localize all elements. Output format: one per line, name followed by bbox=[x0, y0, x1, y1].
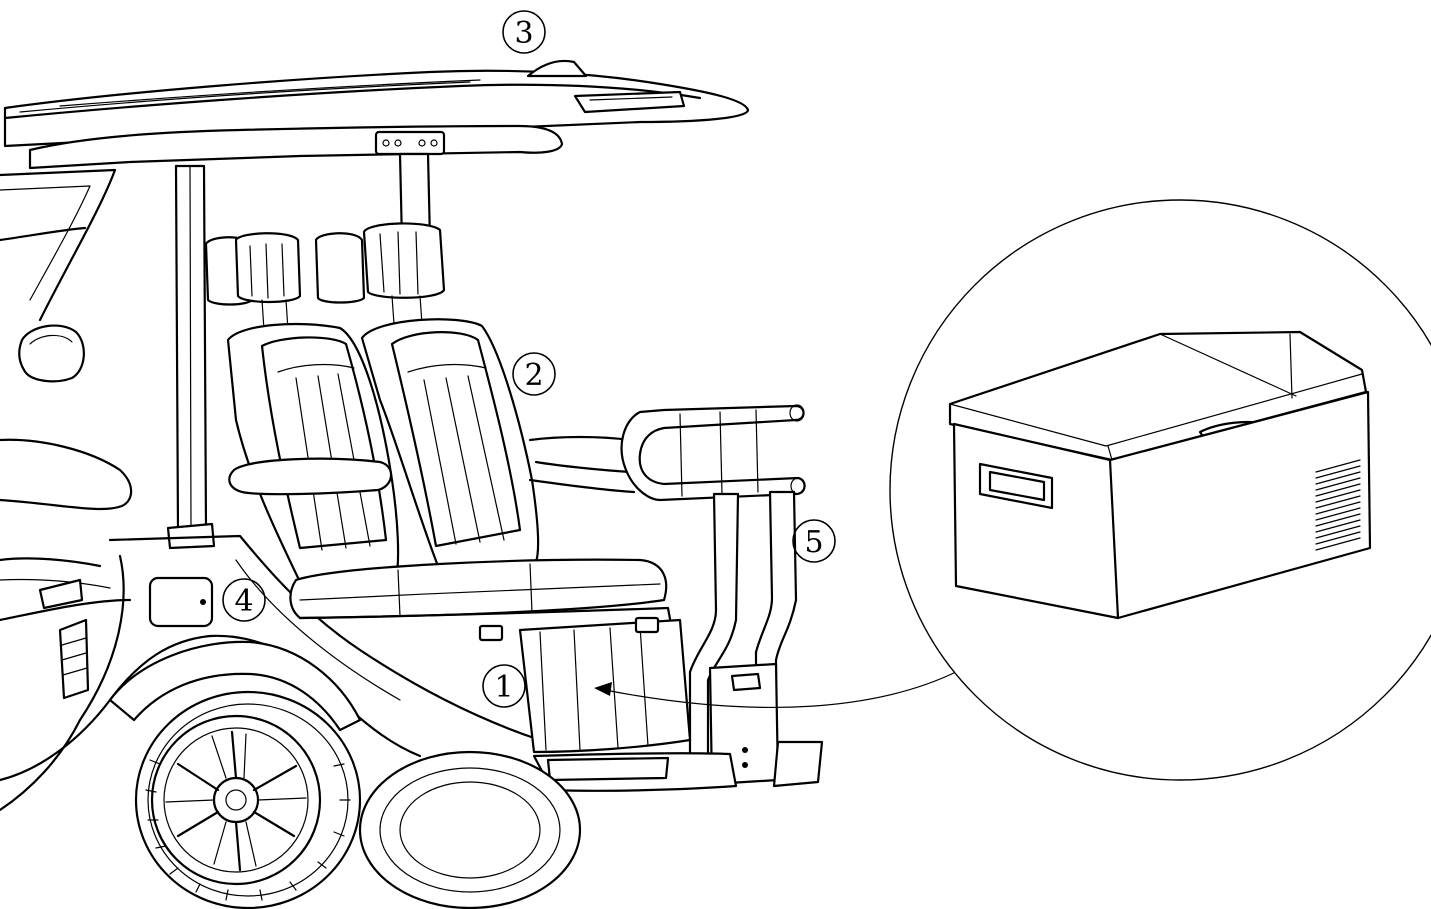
callout-2: 2 bbox=[512, 352, 556, 396]
callout-4: 4 bbox=[222, 578, 266, 622]
callout-1-label: 1 bbox=[494, 670, 513, 705]
rear-storage-box bbox=[478, 616, 824, 792]
rear-wheels bbox=[108, 640, 582, 909]
front-frame bbox=[0, 168, 133, 700]
callout-5-label: 5 bbox=[804, 525, 823, 560]
cooler-detail-circle bbox=[889, 199, 1431, 781]
callout-3: 3 bbox=[502, 10, 546, 54]
roof-canopy bbox=[3, 59, 750, 170]
charge-port-door bbox=[148, 576, 214, 628]
rear-seats bbox=[204, 222, 674, 632]
cooler-vent-grille bbox=[1315, 459, 1361, 551]
leader-arrowhead bbox=[594, 682, 612, 696]
callout-5: 5 bbox=[792, 519, 836, 563]
callout-1: 1 bbox=[482, 664, 526, 708]
body-side bbox=[0, 534, 542, 812]
callout-3-label: 3 bbox=[514, 16, 533, 51]
callout-2-label: 2 bbox=[524, 358, 543, 393]
callout-leader-line bbox=[604, 669, 961, 709]
callout-4-label: 4 bbox=[234, 584, 253, 619]
